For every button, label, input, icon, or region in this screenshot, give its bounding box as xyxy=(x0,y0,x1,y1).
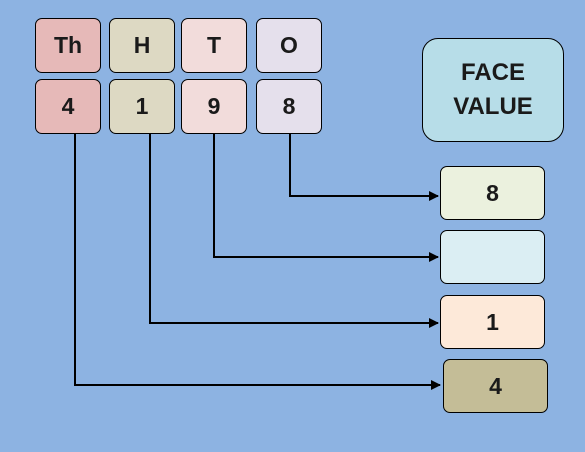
digit-ones: 8 xyxy=(256,79,322,134)
face-value-tens xyxy=(440,230,545,284)
face-value-ones: 8 xyxy=(440,166,545,220)
title-line-1: FACE xyxy=(460,59,525,86)
header-tens: T xyxy=(181,18,247,73)
title-line-2: VALUE xyxy=(453,93,533,120)
header-thousands: Th xyxy=(35,18,101,73)
header-ones: O xyxy=(256,18,322,73)
face-value-hundreds: 1 xyxy=(440,295,545,349)
face-value-title: FACE VALUE xyxy=(422,38,564,142)
header-hundreds: H xyxy=(109,18,175,73)
arrow-ones-to-face-value xyxy=(289,133,439,201)
digit-thousands: 4 xyxy=(35,79,101,134)
arrow-hundreds-to-face-value xyxy=(149,133,439,328)
face-value-thousands: 4 xyxy=(443,359,548,413)
digit-hundreds: 1 xyxy=(109,79,175,134)
arrow-thousands-to-face-value xyxy=(74,133,441,390)
arrow-tens-to-face-value xyxy=(213,133,439,262)
digit-tens: 9 xyxy=(181,79,247,134)
